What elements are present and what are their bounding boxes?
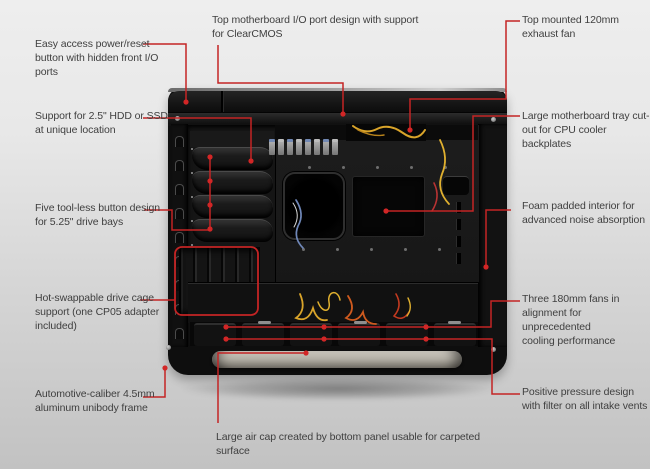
bay-rivet — [191, 244, 193, 246]
expansion-slot-cover — [323, 139, 329, 155]
cpu-cooler-cutout — [283, 172, 345, 240]
expansion-slot-cover — [332, 139, 338, 155]
white-cable — [292, 202, 298, 228]
expansion-slot-cover — [296, 139, 302, 155]
expansion-slot-cover — [269, 139, 275, 155]
label-power-reset: Easy access power/reset button with hidd… — [35, 38, 159, 78]
case-drop-shadow — [182, 378, 494, 400]
label-fans-180: Three 180mm fans in alignment for unprec… — [522, 293, 620, 347]
red-cable — [392, 293, 410, 320]
yellow-cable — [294, 293, 328, 322]
yellow-cable — [317, 292, 341, 311]
frame-screw — [166, 345, 171, 350]
label-air-gap: Large air cap created by bottom panel us… — [216, 431, 480, 457]
label-hot-swap: Hot-swappable drive cage support (one CP… — [35, 292, 160, 332]
label-foam: Foam padded interior for advanced noise … — [522, 200, 646, 226]
expansion-slot-cover — [287, 139, 293, 155]
yellow-cable — [357, 129, 385, 137]
tray-vent-slot — [456, 219, 461, 230]
label-ssd: Support for 2.5" HDD or SSD at unique lo… — [35, 110, 168, 136]
cable-art — [292, 125, 450, 325]
label-top-io: Top motherboard I/O port design with sup… — [212, 14, 419, 40]
frame-slot — [175, 232, 184, 243]
label-top-fan: Top mounted 120mm exhaust fan — [522, 14, 619, 40]
label-unibody: Automotive-caliber 4.5mm aluminum unibod… — [35, 388, 155, 414]
yellow-cable — [439, 139, 450, 205]
drive-bay-tray-4 — [192, 219, 273, 242]
drive-bay-tray-2 — [192, 171, 273, 194]
yellow-cable — [352, 125, 426, 139]
expansion-slot-cover — [305, 139, 311, 155]
expansion-slot-cover — [314, 139, 320, 155]
blue-cable — [295, 199, 304, 249]
label-tray-cutout: Large motherboard tray cut- out for CPU … — [522, 110, 650, 150]
expansion-slot-cover — [278, 139, 284, 155]
callout-dot-unibody — [162, 365, 168, 371]
drive-bay-tray-3 — [192, 195, 273, 218]
orange-cable — [344, 295, 377, 325]
label-tool-less: Five tool-less button design for 5.25" d… — [35, 202, 161, 228]
pc-case-photo — [166, 88, 507, 375]
tray-screws — [308, 166, 311, 169]
red-cable — [431, 182, 438, 212]
tray-vent-slot — [456, 236, 461, 247]
label-positive-pressure: Positive pressure design with filter on … — [522, 386, 648, 412]
tray-vent-slot — [456, 253, 461, 264]
frame-slot — [175, 328, 184, 339]
